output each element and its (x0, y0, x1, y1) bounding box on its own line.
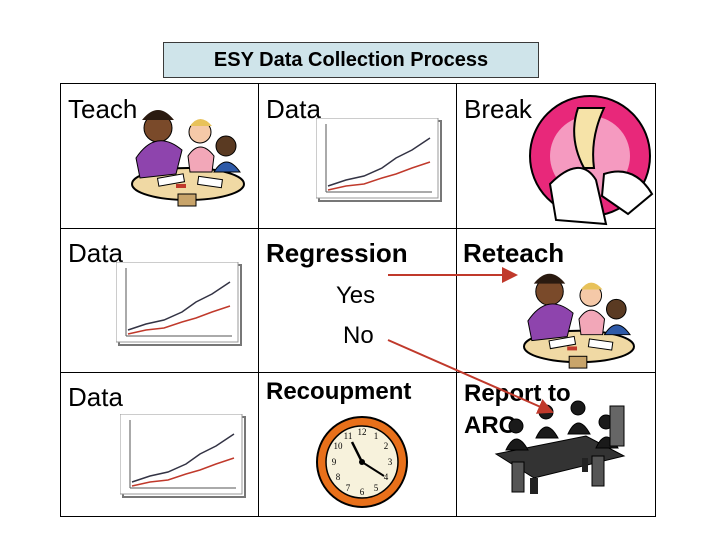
teaching-clipart-icon (516, 262, 640, 372)
svg-text:11: 11 (344, 431, 353, 441)
option-yes: Yes (336, 282, 376, 309)
cell-break-label: Break (464, 94, 532, 124)
svg-text:9: 9 (332, 457, 337, 467)
cell-reteach-label: Reteach (463, 238, 565, 268)
svg-text:8: 8 (336, 472, 341, 482)
grid-divider-v2 (456, 83, 457, 517)
svg-text:7: 7 (346, 483, 351, 493)
svg-text:6: 6 (360, 487, 365, 497)
arrow-no-to-report (387, 339, 554, 414)
option-no: No (343, 322, 374, 349)
grid-divider-h1 (60, 228, 656, 229)
svg-text:3: 3 (388, 457, 393, 467)
svg-text:12: 12 (358, 427, 367, 437)
broken-bone-clipart-icon (520, 88, 660, 228)
svg-text:2: 2 (384, 441, 389, 451)
cell-teach-label: Teach (68, 94, 138, 124)
svg-text:10: 10 (334, 441, 344, 451)
line-graph-clipart-icon (116, 262, 244, 348)
line-graph-clipart-icon (120, 414, 248, 500)
svg-text:5: 5 (374, 483, 379, 493)
grid-divider-v1 (258, 83, 259, 517)
teaching-clipart-icon (128, 98, 246, 210)
cell-data-label-1: Data (266, 94, 321, 124)
cell-recoupment-label: Recoupment (266, 378, 412, 405)
cell-data-label-3: Data (68, 382, 123, 412)
svg-text:1: 1 (374, 431, 379, 441)
grid-divider-h2 (60, 372, 656, 373)
cell-report-label-line2: ARC (464, 412, 516, 439)
line-graph-clipart-icon (316, 118, 444, 204)
cell-regression-label: Regression (266, 238, 408, 268)
process-grid (60, 83, 656, 517)
cell-data-label-2: Data (68, 238, 123, 268)
svg-text:4: 4 (384, 472, 389, 482)
diagram-title: ESY Data Collection Process (163, 42, 539, 78)
